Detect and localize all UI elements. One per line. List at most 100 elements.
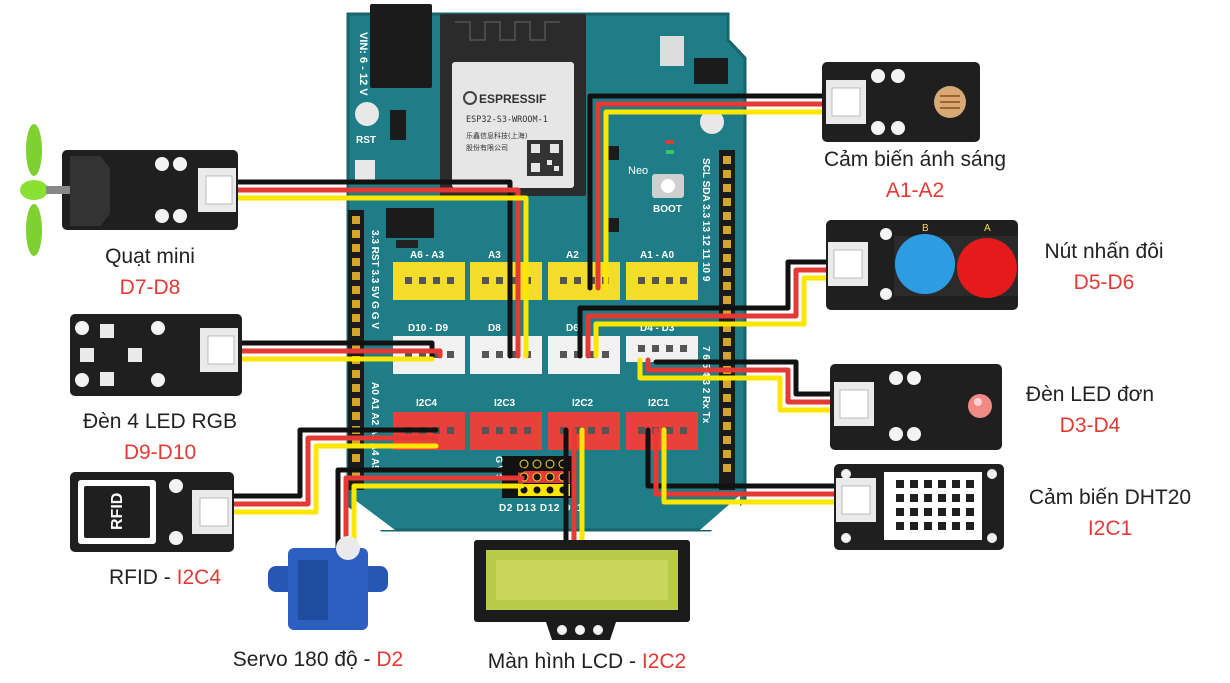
header-pin xyxy=(723,450,731,458)
header-pin xyxy=(723,352,731,360)
port-d4-d3: D4 - D3 xyxy=(640,323,675,334)
dht-vent xyxy=(924,522,932,530)
header-pin xyxy=(723,380,731,388)
port-a2: A2 xyxy=(566,250,579,261)
board: ESPRESSIF ESP32-S3-WROOM-1 乐鑫信息科技(上海) 股份… xyxy=(346,4,747,532)
port-a6-a3: A6 - A3 xyxy=(410,250,445,261)
port-pin xyxy=(680,277,687,284)
servo-module xyxy=(268,536,388,630)
dht-vent xyxy=(966,522,974,530)
port-pin xyxy=(524,427,531,434)
lcd-label: Màn hình LCD - I2C2 xyxy=(462,650,712,674)
fan-pins: D7-D8 xyxy=(119,276,181,299)
port-i2c2: I2C2 xyxy=(572,398,594,409)
port-pin xyxy=(588,427,595,434)
rfid-label: RFID - I2C4 xyxy=(90,566,240,590)
port-pin xyxy=(496,427,503,434)
rfid-module: RFID xyxy=(70,472,234,552)
port-pin xyxy=(652,345,659,352)
port-pin xyxy=(510,277,517,284)
header-pin xyxy=(723,394,731,402)
light-name: Cảm biến ánh sáng xyxy=(823,148,1007,171)
dht-vent xyxy=(952,480,960,488)
header-pin xyxy=(723,240,731,248)
wire-light xyxy=(587,93,831,291)
dht-vent xyxy=(952,508,960,516)
port-pin xyxy=(574,427,581,434)
header-pin xyxy=(723,184,731,192)
header-pin xyxy=(723,436,731,444)
lcd-name: Màn hình LCD - xyxy=(487,650,642,673)
dht-pins: I2C1 xyxy=(1087,517,1133,540)
servo-header-label: D2 D13 D12 D11 xyxy=(499,503,583,514)
port-pin xyxy=(560,351,567,358)
wires xyxy=(231,93,839,569)
servo-name: Servo 180 độ - xyxy=(232,648,377,671)
port-pin xyxy=(419,277,426,284)
header-pin xyxy=(723,212,731,220)
port-a1-a0: A1 - A0 xyxy=(640,250,675,261)
dht20-module xyxy=(834,464,1004,550)
neo-label: Neo xyxy=(628,165,648,177)
port-pin xyxy=(602,427,609,434)
servo-pin xyxy=(545,472,555,482)
port-pin xyxy=(560,277,567,284)
header-pin xyxy=(723,408,731,416)
servo-pin xyxy=(532,485,542,495)
dht-vent xyxy=(910,508,918,516)
dht-vent xyxy=(910,522,918,530)
button-module: B A xyxy=(826,220,1018,310)
header-pin xyxy=(723,338,731,346)
header-pin xyxy=(352,384,360,392)
button-b-icon xyxy=(895,234,955,294)
chip-note-1: 乐鑫信息科技(上海) xyxy=(466,131,528,140)
rst-label: RST xyxy=(356,135,376,146)
port-pin xyxy=(638,427,645,434)
fan-name: Quạt mini xyxy=(105,245,195,268)
chip-model: ESP32-S3-WROOM-1 xyxy=(466,115,548,125)
dht-vent xyxy=(938,494,946,502)
dht-label: Cảm biến DHT20 I2C1 xyxy=(1010,486,1210,541)
port-i2c4: I2C4 xyxy=(416,398,438,409)
header-pin xyxy=(352,258,360,266)
button-a-label: A xyxy=(984,223,991,234)
port-pin xyxy=(496,277,503,284)
header-pin xyxy=(352,342,360,350)
wire-rfid xyxy=(231,427,439,515)
header-pin xyxy=(352,286,360,294)
fan-module xyxy=(20,124,238,256)
button-pins: D5-D6 xyxy=(1073,271,1135,294)
header-pin xyxy=(723,254,731,262)
port-pin xyxy=(419,351,426,358)
dht-vent xyxy=(896,508,904,516)
rgb-pins: D9-D10 xyxy=(123,441,197,464)
left-pin-labels: 3.3 RST 3.3 5V G G V xyxy=(369,230,380,329)
boot-label: BOOT xyxy=(653,204,682,215)
led-pins: D3-D4 xyxy=(1059,414,1121,437)
port-d6: D6 xyxy=(566,323,579,334)
port-pin xyxy=(496,351,503,358)
servo-pin xyxy=(545,459,555,469)
fan-propeller-icon xyxy=(20,124,70,256)
port-pin xyxy=(680,345,687,352)
dht-vent xyxy=(924,508,932,516)
rst-button[interactable] xyxy=(355,102,379,126)
fan-label: Quạt mini D7-D8 xyxy=(60,245,240,300)
dht-vent xyxy=(966,480,974,488)
port-pin xyxy=(433,351,440,358)
dht-vent xyxy=(896,522,904,530)
port-pin xyxy=(482,277,489,284)
espressif-logo-icon xyxy=(463,91,477,105)
dht-vent xyxy=(896,494,904,502)
dht-name: Cảm biến DHT20 xyxy=(1028,486,1192,509)
port-pin xyxy=(666,345,673,352)
port-pin xyxy=(574,277,581,284)
led-module xyxy=(830,364,1002,450)
header-pin xyxy=(723,268,731,276)
dht-vent xyxy=(924,480,932,488)
port-pin xyxy=(638,277,645,284)
header-pin xyxy=(723,226,731,234)
servo-pin xyxy=(519,459,529,469)
header-pin xyxy=(352,328,360,336)
